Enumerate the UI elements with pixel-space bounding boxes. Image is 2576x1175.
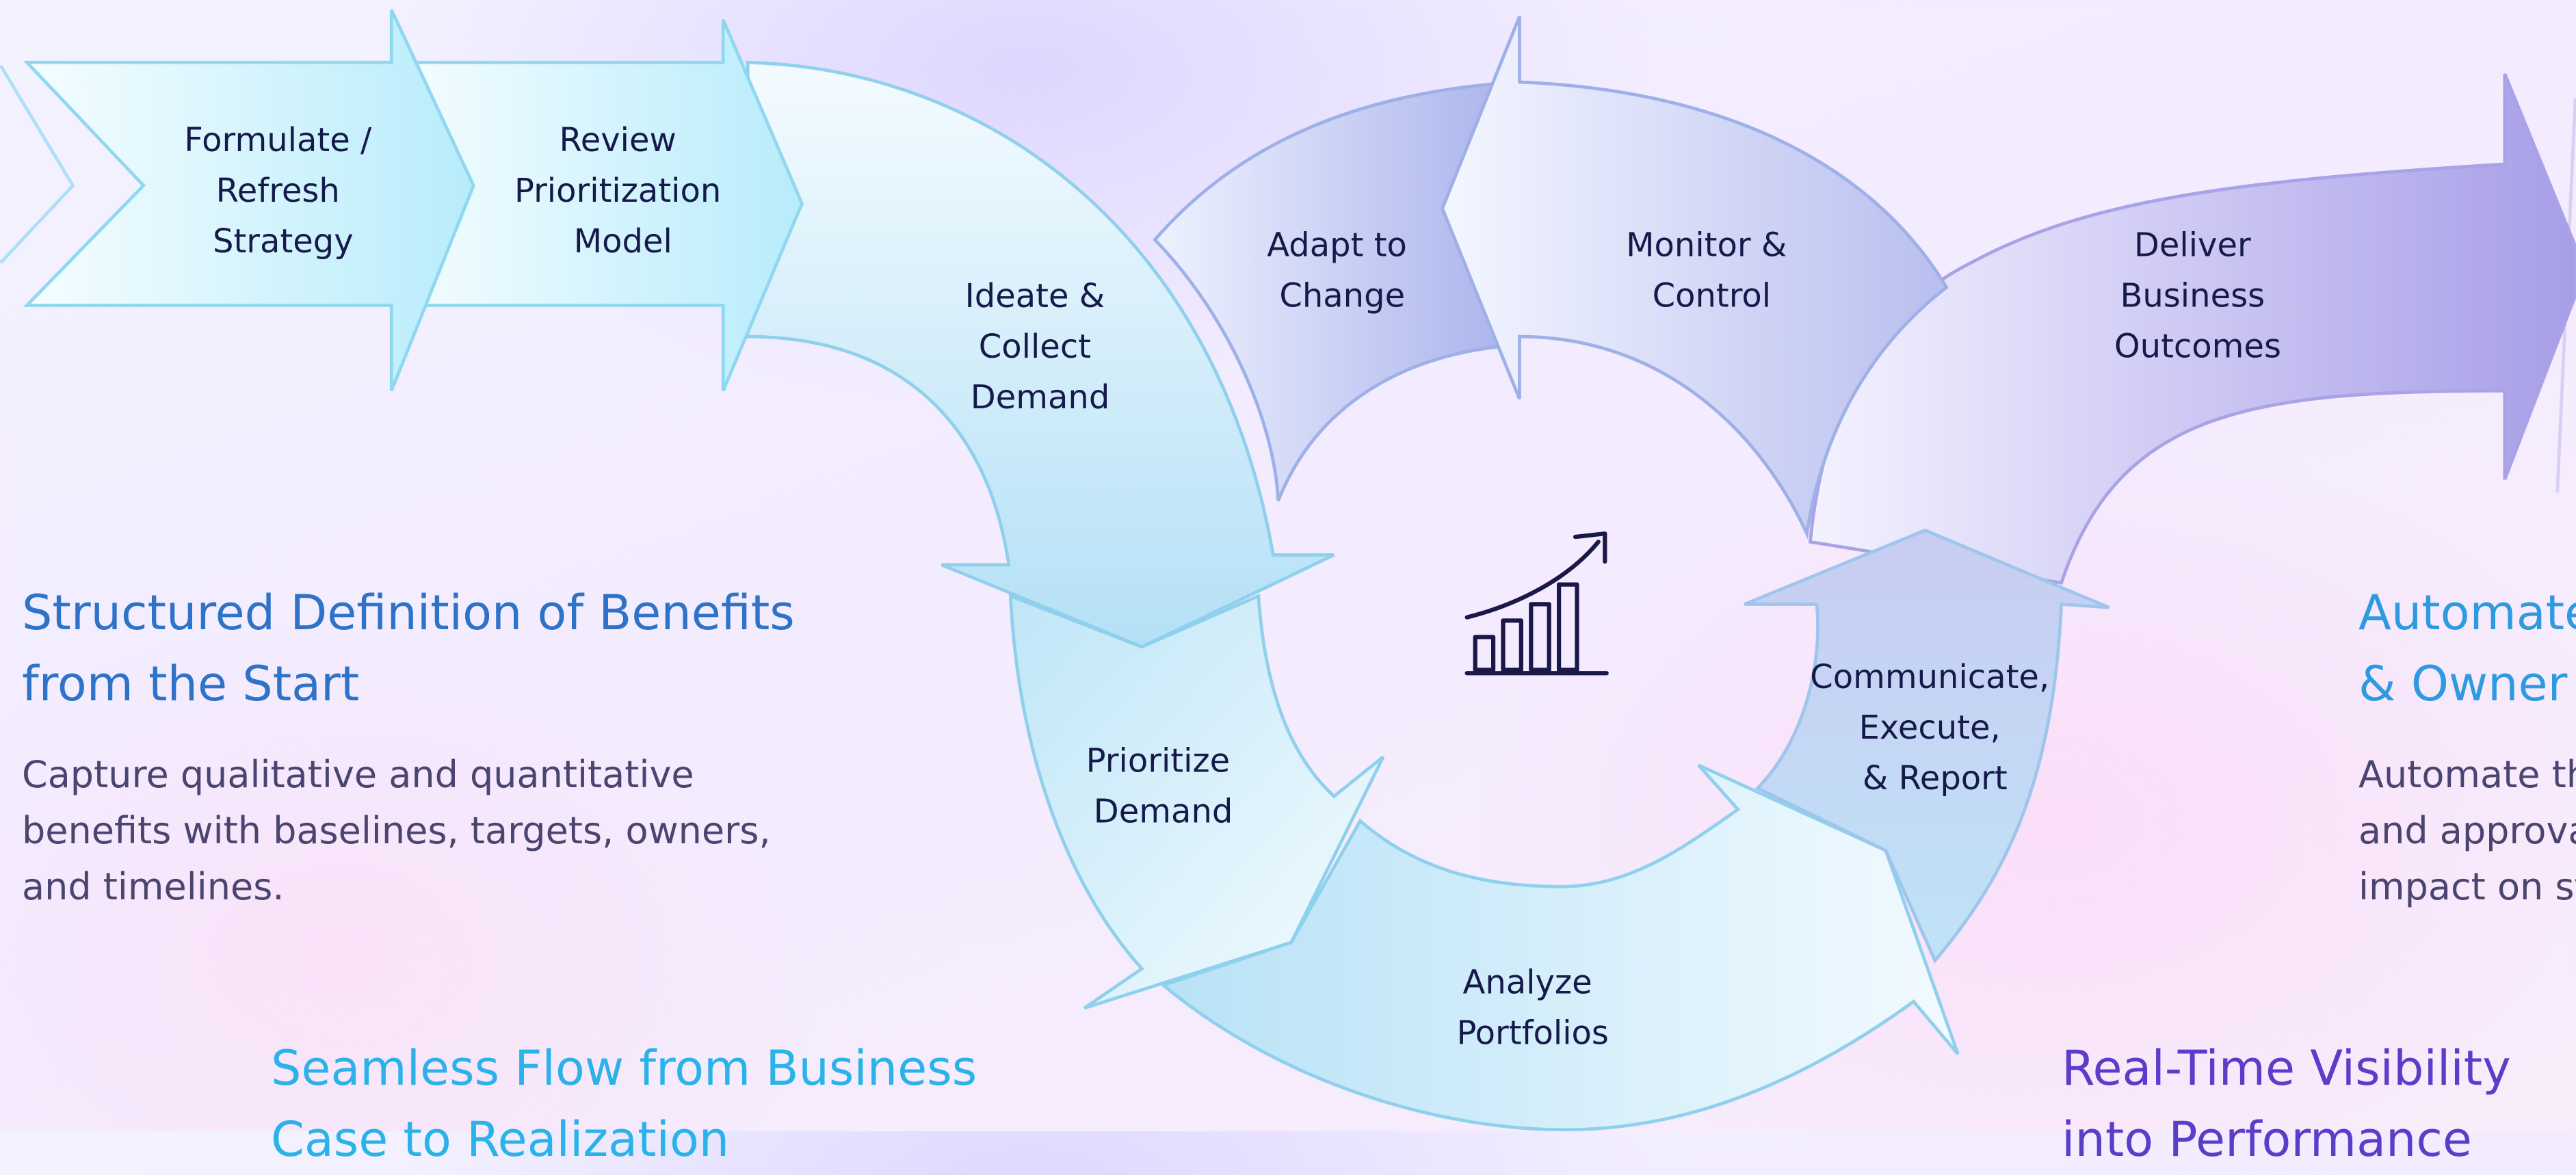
stage-formulate-label: Formulate / Refresh Strategy xyxy=(184,121,382,261)
automate-description: Automate th and approva impact on st xyxy=(2358,753,2576,908)
prioritize-demand-arrow xyxy=(1008,593,1385,1010)
stage-prioritize-label: Prioritize Demand xyxy=(1086,741,1241,830)
ideate-collect-demand-arrow xyxy=(746,60,1335,649)
communicate-execute-report-arrow xyxy=(1744,528,2110,964)
left-edge-chevron xyxy=(0,64,75,264)
stage-monitor-label: Monitor & Control xyxy=(1626,226,1797,315)
stage-ideate-label: Ideate & Collect Demand xyxy=(965,277,1116,417)
process-cycle-diagram: Formulate / Refresh Strategy Review Prio… xyxy=(0,9,2576,1131)
formulate-strategy-chevron xyxy=(23,9,475,392)
stage-communicate-label: Communicate, Execute, & Report xyxy=(1810,658,2060,797)
automate-heading: Automate & Owner xyxy=(2358,585,2576,712)
stage-review-label: Review Prioritization Model xyxy=(514,121,732,261)
review-model-chevron xyxy=(393,18,804,392)
stage-deliver-label: Deliver Business Outcomes xyxy=(2114,226,2281,365)
adapt-to-change-arrow xyxy=(1153,80,1521,502)
seamless-flow-heading: Seamless Flow from Business Case to Real… xyxy=(271,1040,977,1167)
stage-analyze-label: Analyze Portfolios xyxy=(1456,963,1608,1052)
benefits-heading: Structured Definition of Benefits from t… xyxy=(22,585,795,712)
analyze-portfolios-arrow xyxy=(1159,763,1960,1131)
benefits-description: Capture qualitative and quantitative ben… xyxy=(22,753,771,908)
monitor-control-arrow xyxy=(1441,16,1949,540)
growth-bar-chart-icon xyxy=(1464,531,1609,676)
real-time-visibility-heading: Real-Time Visibility into Performance xyxy=(2062,1040,2511,1167)
stage-adapt-label: Adapt to Change xyxy=(1267,226,1417,315)
